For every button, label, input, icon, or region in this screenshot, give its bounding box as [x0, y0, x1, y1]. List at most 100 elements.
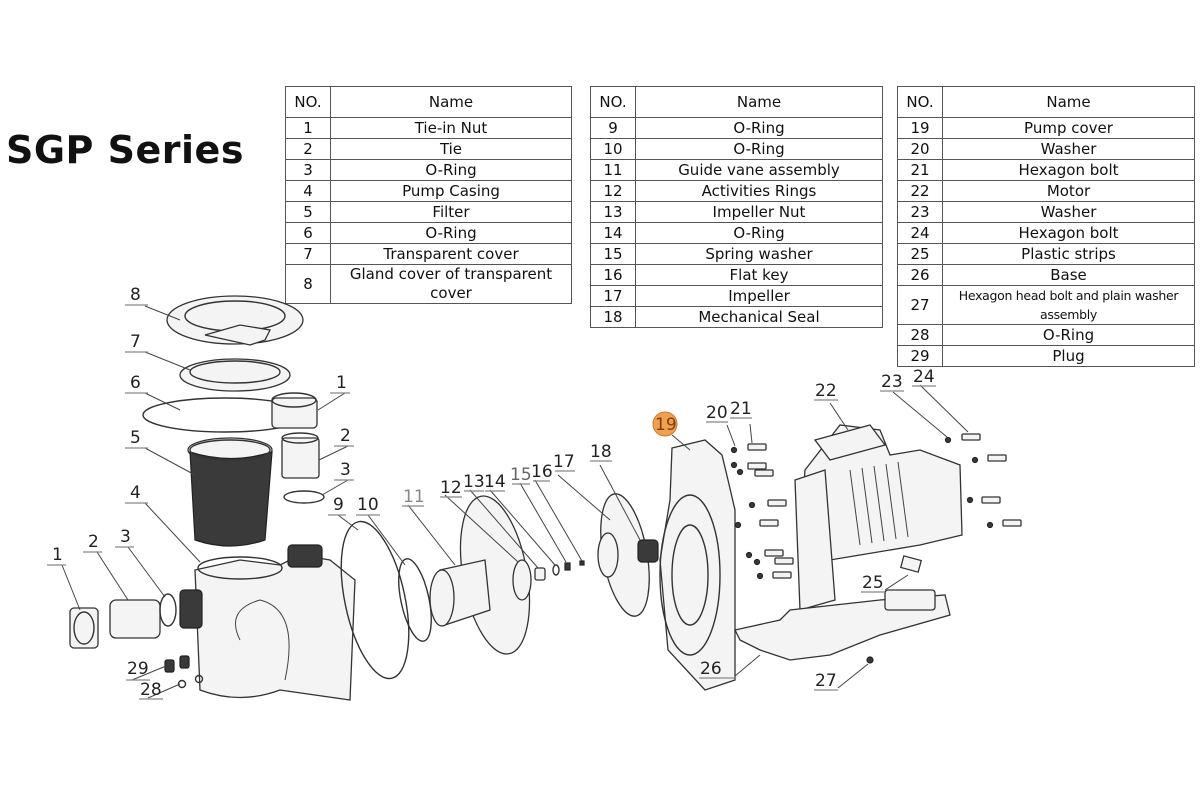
part-no: 29 — [897, 345, 943, 367]
callout-15: 15 — [510, 465, 532, 485]
part-base — [734, 589, 951, 661]
callout-4: 4 — [130, 483, 141, 503]
callout-18: 18 — [590, 442, 612, 462]
callout-27: 27 — [815, 671, 837, 691]
part-no: 12 — [590, 180, 636, 202]
part-name: Plug — [942, 345, 1195, 367]
part-name: O-Ring — [330, 159, 572, 181]
part-spring-washer — [564, 562, 571, 571]
callout-8: 8 — [130, 285, 141, 305]
callout-19: 19 — [655, 415, 677, 435]
part-pump-cover — [659, 439, 736, 691]
part-o-ring-3-side — [159, 593, 177, 627]
part-filter-basket — [187, 437, 273, 547]
part-name: Gland cover of transparent cover — [330, 264, 572, 304]
part-name: Activities Rings — [635, 180, 883, 202]
header-name: Name — [942, 86, 1195, 118]
highlight-marker — [652, 411, 678, 437]
part-motor — [794, 424, 963, 611]
part-plastic-strip — [899, 555, 923, 573]
part-bolts-24 — [961, 433, 1022, 527]
part-name: Guide vane assembly — [635, 159, 883, 181]
page-title: SGP Series — [6, 128, 244, 172]
header-no: NO. — [285, 86, 331, 118]
part-o-ring-9 — [340, 520, 410, 680]
callout-3-top: 3 — [340, 460, 351, 480]
part-no: 27 — [897, 285, 943, 325]
part-guide-vane-assembly — [429, 495, 531, 655]
callout-7: 7 — [130, 332, 141, 352]
callout-26: 26 — [700, 659, 722, 679]
part-no: 10 — [590, 138, 636, 160]
header-no: NO. — [590, 86, 636, 118]
part-hex-bolt-27 — [866, 656, 874, 664]
part-transparent-cover — [179, 358, 291, 392]
part-o-ring-3-top — [283, 490, 325, 504]
callout-3-side: 3 — [120, 527, 131, 547]
callout-24: 24 — [913, 367, 935, 387]
part-washers-20 — [730, 446, 764, 580]
part-tie-in-nut-top — [271, 392, 318, 429]
part-tie-in-nut-side — [69, 607, 99, 649]
leader-lines — [61, 305, 969, 699]
part-washers-23 — [944, 436, 994, 529]
callout-2-side: 2 — [88, 532, 99, 552]
part-activities-ring — [512, 559, 532, 601]
part-mechanical-seal — [637, 539, 659, 563]
callout-21: 21 — [730, 399, 752, 419]
part-name: O-Ring — [635, 117, 883, 139]
callout-6: 6 — [130, 373, 141, 393]
part-name: Tie-in Nut — [330, 117, 572, 139]
callout-2-top: 2 — [340, 426, 351, 446]
callout-20: 20 — [706, 403, 728, 423]
part-name: Pump cover — [942, 117, 1195, 139]
callout-19-highlighted: 19 — [652, 411, 678, 437]
part-gland-cover — [166, 295, 304, 346]
callout-10: 10 — [357, 495, 379, 515]
part-no: 16 — [590, 264, 636, 286]
part-no: 22 — [897, 180, 943, 202]
part-o-ring-10 — [398, 558, 432, 642]
part-name: O-Ring — [942, 324, 1195, 346]
part-flat-key — [579, 560, 585, 566]
part-no: 15 — [590, 243, 636, 265]
part-plugs — [164, 655, 190, 673]
part-o-rings-28 — [177, 674, 204, 689]
callout-28: 28 — [140, 680, 162, 700]
part-impeller — [597, 493, 650, 617]
part-impeller-nut — [534, 567, 546, 581]
part-pump-casing — [194, 544, 356, 701]
callout-16: 16 — [531, 462, 553, 482]
part-o-ring-14 — [552, 564, 560, 576]
part-name: O-Ring — [330, 222, 572, 244]
callout-25: 25 — [862, 573, 884, 593]
callout-23: 23 — [881, 372, 903, 392]
callout-5: 5 — [130, 428, 141, 448]
part-name: Mechanical Seal — [635, 306, 883, 328]
callout-1-side: 1 — [52, 545, 63, 565]
part-bolts-21 — [747, 443, 794, 579]
part-no: 26 — [897, 264, 943, 286]
callout-labels: 8 7 6 1 5 2 3 4 1 2 3 29 28 9 10 11 12 1… — [47, 285, 936, 700]
callout-22: 22 — [815, 381, 837, 401]
callout-1-top: 1 — [336, 373, 347, 393]
part-name: Impeller Nut — [635, 201, 883, 223]
callout-17: 17 — [553, 452, 575, 472]
